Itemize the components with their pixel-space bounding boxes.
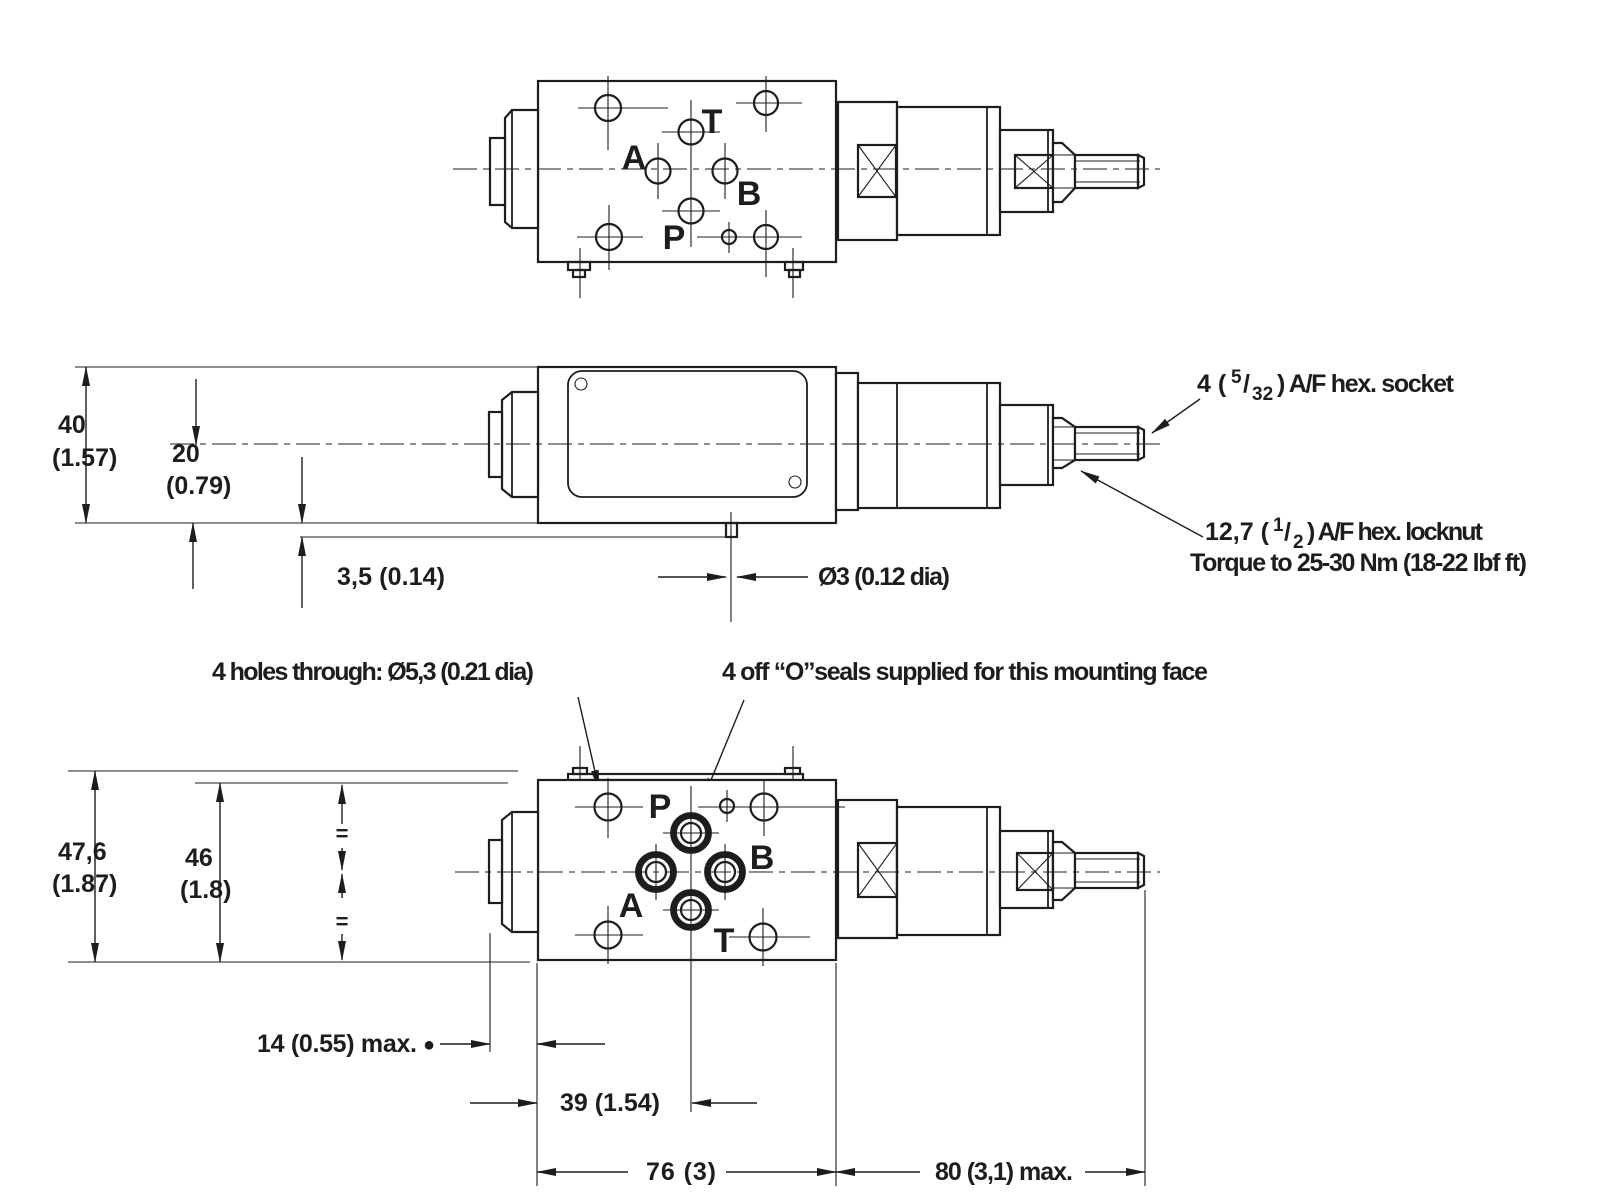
oring-seals: [635, 812, 746, 931]
port-label-p: P: [663, 219, 686, 257]
port-label-a: A: [619, 887, 644, 925]
adapter-block: [836, 100, 899, 242]
crosshairs: [575, 778, 845, 1112]
nameplate: [567, 370, 808, 498]
dimension-pin-offset: 3,5 (0.14): [298, 457, 445, 608]
port-label-t: T: [714, 922, 735, 960]
dim-text: 46: [185, 844, 213, 872]
x-symbol: [856, 143, 898, 199]
adjuster-housing: [998, 829, 1055, 910]
dim-text: 40: [58, 411, 86, 439]
adapter-step: [834, 371, 860, 512]
callout-holes: 4 holes through: Ø5,3 (0.21 dia): [212, 658, 534, 686]
side-view: 40 (1.57) 20 (0.79) 3,5 (0.14): [52, 365, 1527, 622]
callout-hex-socket: 4 ( 5 / 32 ) A/F hex. socket: [1151, 367, 1455, 434]
dim-text: 14 (0.55) max.: [257, 1030, 417, 1058]
port-label-b: B: [750, 839, 775, 877]
dim-text: 80 (3,1) max.: [935, 1158, 1073, 1186]
callout-seals: 4 off “O”seals supplied for this mountin…: [722, 658, 1208, 686]
port-a-hole: [644, 157, 672, 185]
dim-text: 20: [172, 440, 200, 468]
port-label-t: T: [702, 103, 723, 141]
nameplate-rivet: [574, 377, 588, 391]
dimension-equal-split: = =: [336, 784, 349, 961]
oring-seal-b: [704, 851, 746, 893]
dim-text: 3,5 (0.14): [337, 563, 445, 591]
hex-plug: [488, 108, 540, 230]
callout-text: ) A/F hex. locknut: [1307, 518, 1484, 546]
leader-holes: [577, 696, 600, 790]
dimension-body-height: 46 (1.8): [180, 782, 231, 963]
port-p-hole: [677, 197, 705, 225]
port-label-b: B: [737, 175, 762, 213]
spring-housing: [895, 105, 1002, 237]
dim-text: (0.79): [166, 472, 231, 500]
oring-seal-a: [635, 851, 677, 893]
x-symbol: [856, 841, 899, 899]
dimension-body-width: 76 (3): [536, 1158, 837, 1186]
nameplate-rivet: [788, 475, 802, 489]
callout-text: ) A/F hex. socket: [1277, 370, 1455, 398]
dim-text: 76 (3): [646, 1158, 716, 1186]
port-b-hole: [711, 157, 739, 185]
dimension-overall-height: 47,6 (1.87): [52, 770, 117, 963]
locating-tabs: [566, 248, 805, 298]
callout-locknut: 12,7 ( 1 / 2 ) A/F hex. locknut Torque t…: [1080, 470, 1527, 577]
dim-text: 47,6: [58, 838, 107, 866]
port-holes: [644, 118, 739, 225]
adjuster-housing: [998, 128, 1055, 214]
dimension-centerline-height: 20 (0.79): [166, 379, 231, 589]
equal-mark: =: [336, 909, 349, 934]
dimension-plug-protrusion: 14 (0.55) max. ●: [257, 1030, 605, 1058]
locknut: [1051, 141, 1077, 204]
fraction-numerator: 5: [1231, 367, 1242, 388]
adapter-block: [836, 798, 899, 940]
port-label-a: A: [622, 139, 647, 177]
adjuster-housing: [998, 403, 1055, 487]
spring-housing: [895, 805, 1002, 937]
pin-hole: [720, 228, 738, 246]
port-t-hole: [677, 118, 705, 146]
dimension-stem-extension: 80 (3,1) max.: [835, 1158, 1146, 1186]
mounting-holes: [593, 792, 779, 952]
spring-housing: [856, 381, 1002, 510]
adjustment-stem: [1073, 851, 1140, 890]
locknut: [1051, 840, 1077, 902]
dimension-port-offset: 39 (1.54): [470, 1089, 757, 1117]
bottom-view: 4 holes through: Ø5,3 (0.21 dia) 4 off “…: [52, 658, 1208, 1186]
adjuster-assembly: [834, 371, 1146, 512]
mounting-holes: [593, 89, 780, 252]
adjuster-assembly: [836, 798, 1146, 940]
port-label-p: P: [649, 788, 672, 826]
dim-text: Ø3 (0.12 dia): [818, 563, 950, 591]
dim-text: (1.87): [52, 870, 117, 898]
fraction-denominator: 32: [1252, 384, 1273, 405]
max-marker-dot: ●: [423, 1034, 435, 1056]
adjuster-assembly: [836, 100, 1146, 242]
fraction-slash: /: [1243, 370, 1250, 398]
callout-text: Torque to 25-30 Nm (18-22 lbf ft): [1190, 549, 1527, 577]
dim-text: (1.57): [52, 444, 117, 472]
callout-text: 4 (: [1197, 370, 1227, 398]
top-view: T A B P: [453, 76, 1160, 298]
pin-hole: [718, 797, 736, 815]
oring-seal-t: [670, 889, 712, 931]
callout-text: 12,7 (: [1205, 518, 1270, 546]
fraction-numerator: 1: [1273, 515, 1284, 536]
dimension-pin-dia: Ø3 (0.12 dia): [658, 563, 950, 591]
fraction-slash: /: [1284, 518, 1291, 546]
fraction-denominator: 2: [1293, 532, 1304, 553]
valve-body: [536, 365, 838, 525]
valve-body: [536, 79, 838, 264]
equal-mark: =: [336, 821, 349, 846]
adjustment-stem: [1073, 153, 1140, 190]
dim-text: (1.8): [180, 876, 231, 904]
crosshairs: [577, 76, 802, 277]
dim-text: 39 (1.54): [560, 1089, 660, 1117]
oring-seal-p: [670, 812, 712, 854]
dimension-overall-height: 40 (1.57): [52, 366, 117, 524]
